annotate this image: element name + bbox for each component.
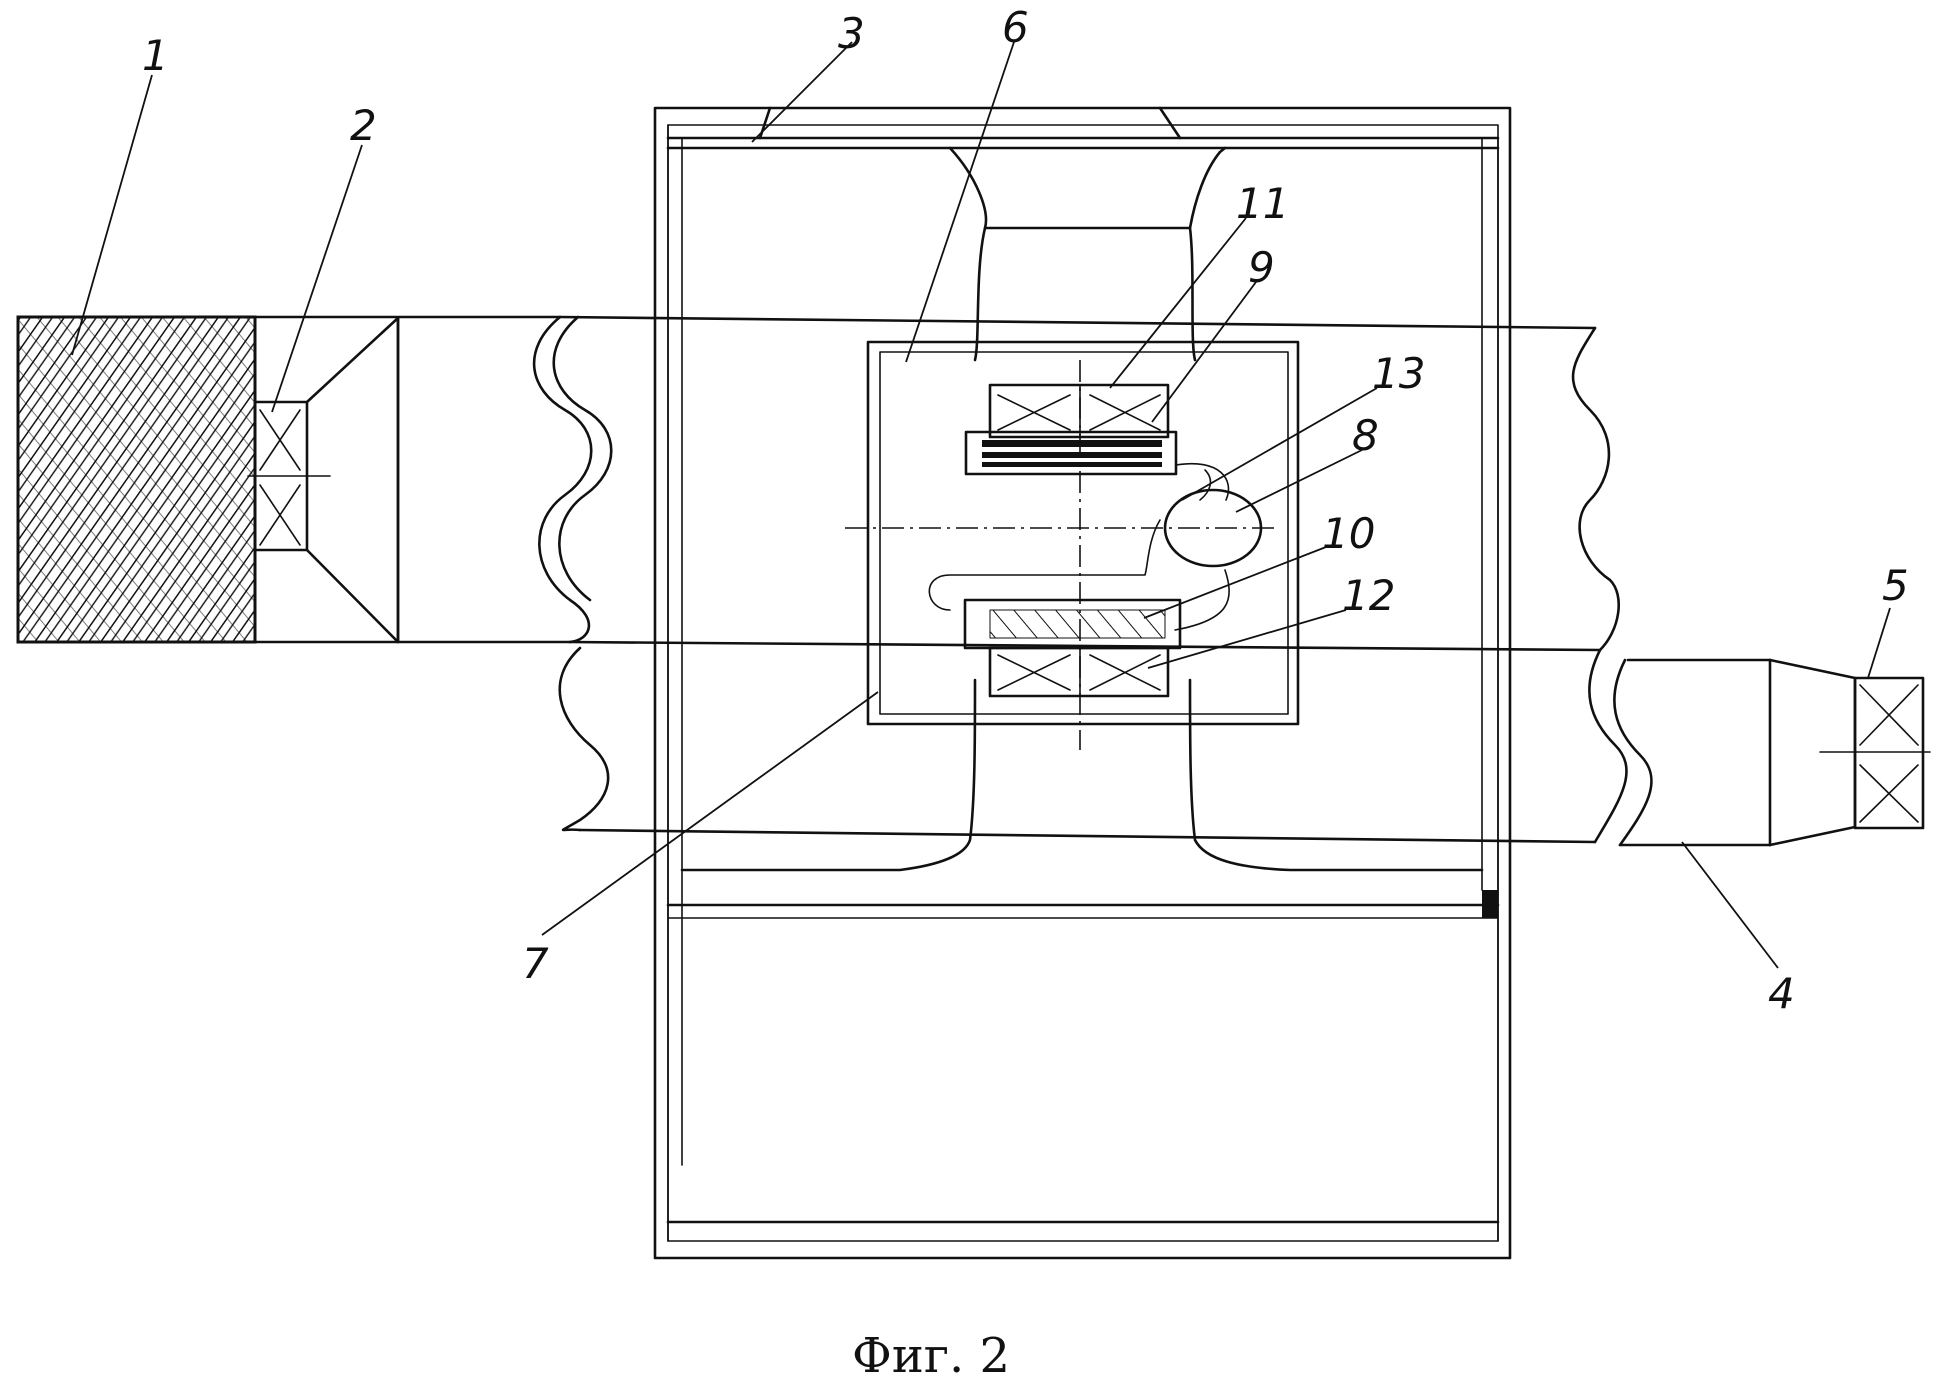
duct-upper-left — [253, 315, 613, 644]
hatched-block-1 — [16, 315, 257, 644]
numeral-10: 10 — [1322, 509, 1375, 558]
reference-numerals: 1 2 3 6 11 9 13 8 10 12 7 4 5 — [142, 3, 1909, 1018]
numeral-2: 2 — [350, 101, 377, 150]
lower-fan-12 — [963, 598, 1182, 698]
numeral-13: 13 — [1372, 349, 1425, 398]
left-fan-2 — [247, 316, 400, 644]
numeral-9: 9 — [1248, 243, 1275, 292]
numeral-11: 11 — [1236, 179, 1289, 228]
housing-3 — [653, 106, 1512, 1260]
figure-caption: Фиг. 2 — [852, 1328, 1010, 1384]
numeral-1: 1 — [142, 31, 169, 80]
numeral-5: 5 — [1882, 561, 1909, 610]
numeral-7: 7 — [522, 939, 549, 988]
numeral-12: 12 — [1342, 571, 1395, 620]
numeral-8: 8 — [1352, 411, 1379, 460]
numeral-6: 6 — [1002, 3, 1029, 52]
inner-box-6 — [866, 340, 1300, 726]
leader-lines — [71, 41, 1891, 969]
compressor-8 — [928, 462, 1263, 631]
right-fan-5 — [1819, 676, 1931, 830]
duct-upper-right — [558, 315, 1621, 652]
duct-lower — [558, 640, 1653, 847]
numeral-3: 3 — [838, 9, 865, 58]
coil-11 — [964, 430, 1178, 476]
upper-fan-9 — [988, 383, 1170, 439]
numeral-4: 4 — [1768, 969, 1795, 1018]
